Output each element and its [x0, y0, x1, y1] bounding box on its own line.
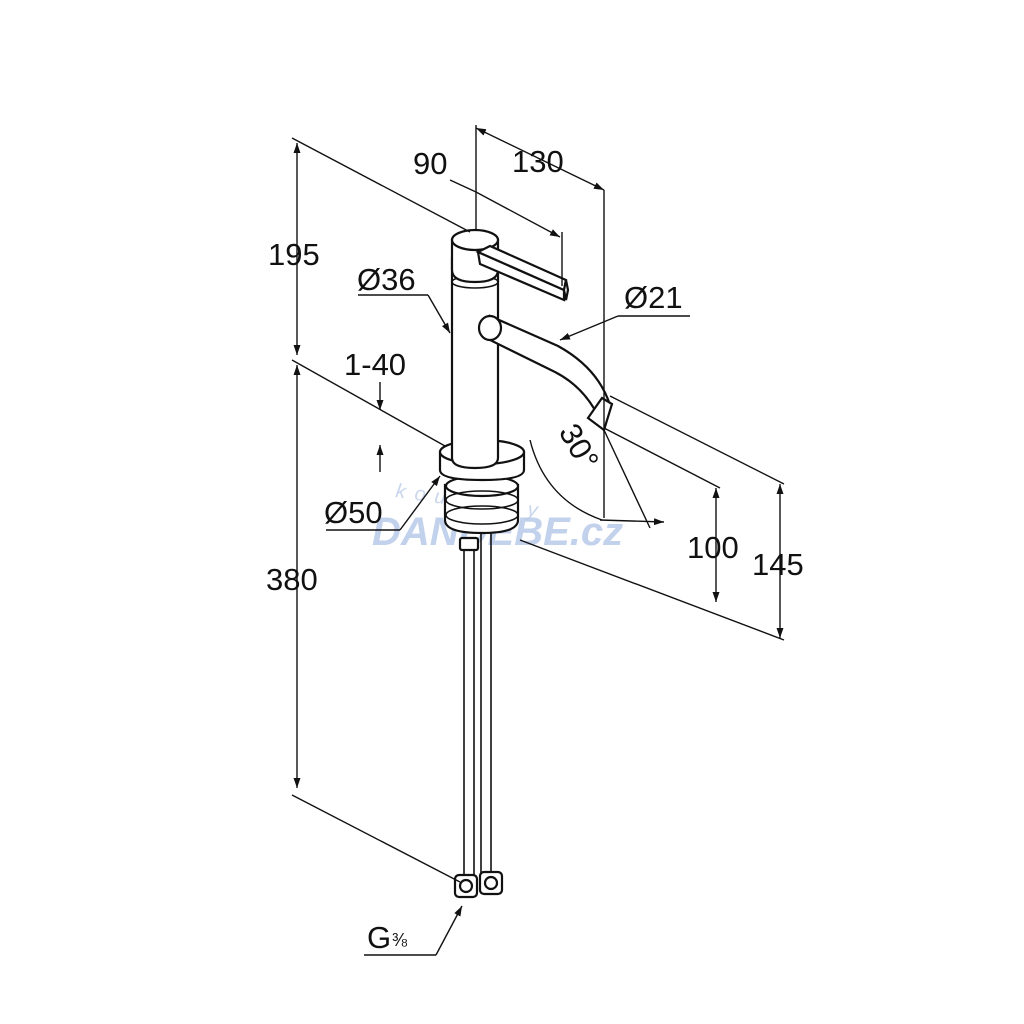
dim-base-diameter: Ø50	[324, 495, 383, 530]
thread-letter: G	[367, 920, 391, 955]
dim-spout-diameter: Ø21	[624, 280, 683, 315]
dim-connection-thread: G ⅜	[367, 920, 408, 955]
dim-top-height: 145	[752, 547, 804, 582]
supply-hose	[453, 530, 504, 899]
dim-spout-reach: 130	[512, 144, 564, 179]
dim-lever-length: 90	[413, 146, 447, 181]
dim-upper-height: 195	[268, 237, 320, 272]
dim-total-length: 380	[266, 562, 318, 597]
dim-deck-thickness: 1-40	[344, 347, 406, 382]
thread-fraction: ⅜	[392, 930, 408, 950]
faucet-spout	[477, 314, 614, 434]
faucet	[438, 228, 614, 899]
dimension-lines	[291, 125, 785, 956]
dim-outlet-height: 100	[687, 530, 739, 565]
dim-body-diameter: Ø36	[357, 262, 416, 297]
faucet-lever	[475, 244, 570, 302]
